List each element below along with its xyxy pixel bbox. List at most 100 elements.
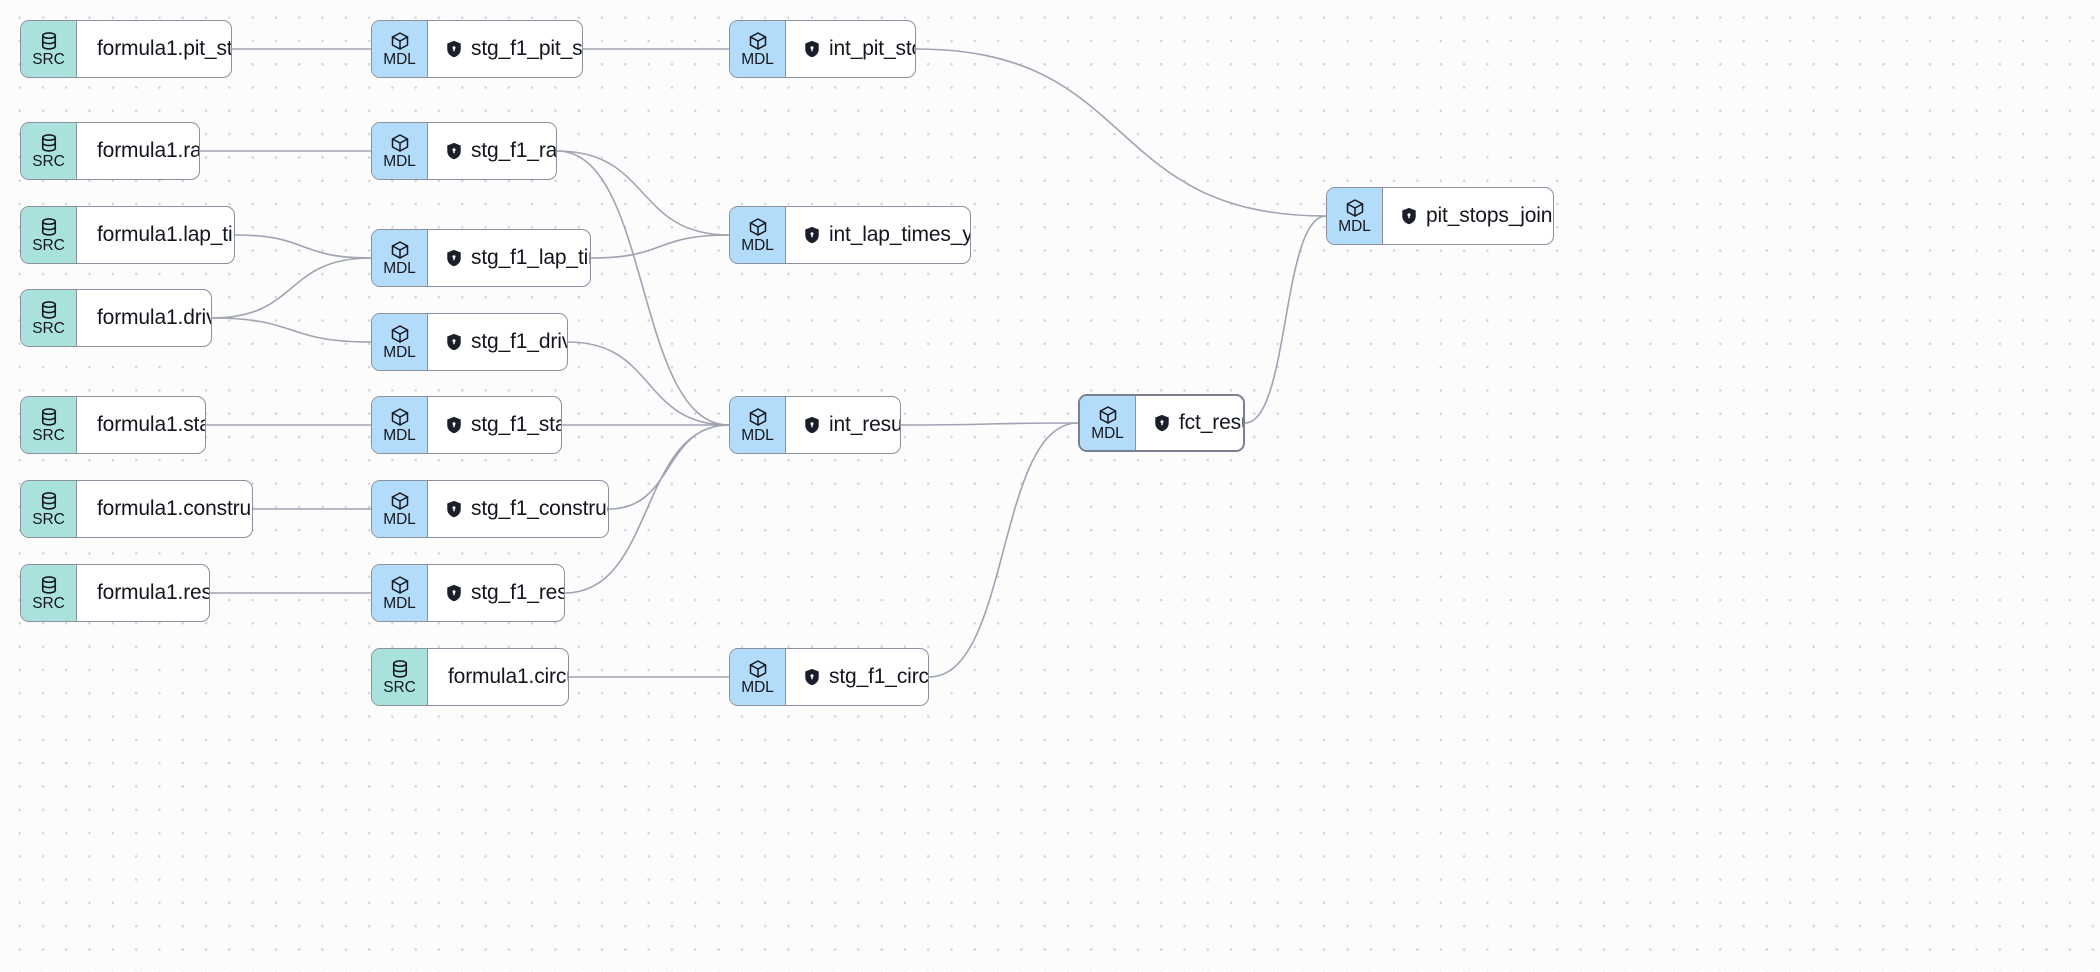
node-label: stg_f1_lap_times [471,246,590,269]
node-label: fct_results [1179,411,1243,434]
lineage-node-src_results[interactable]: SRC formula1.results [20,564,210,622]
lineage-node-int_results[interactable]: MDL int_results [729,396,901,454]
node-label: formula1.constructors [97,497,252,520]
node-body: formula1.pit_stops [77,21,232,77]
node-label: stg_f1_results [471,581,565,604]
node-body: formula1.constructors [77,481,252,537]
lineage-node-stg_lap_times[interactable]: MDL stg_f1_lap_times [371,229,591,287]
lineage-node-int_pit_stops[interactable]: MDL int_pit_stops [729,20,916,78]
cube-icon [390,324,410,344]
node-type-label: MDL [1338,217,1371,235]
model-type-badge: MDL [730,649,786,705]
model-type-badge: MDL [372,565,428,621]
node-label: stg_f1_drivers [471,330,567,353]
node-label: stg_f1_status [471,413,561,436]
node-label: formula1.results [97,581,210,604]
node-body: stg_f1_races [428,123,556,179]
lineage-node-stg_races[interactable]: MDL stg_f1_races [371,122,557,180]
lineage-node-src_races[interactable]: SRC formula1.races [20,122,200,180]
lineage-edge-int_pit_stops-to-pit_stops_joined [915,48,1327,217]
node-type-label: SRC [32,319,65,337]
model-type-badge: MDL [1080,396,1136,450]
node-label: stg_f1_constructors [471,497,608,520]
lineage-edge-int_results-to-fct_results [900,422,1079,426]
node-type-label: MDL [383,259,416,277]
model-type-badge: MDL [730,397,786,453]
shield-lock-icon [447,40,461,58]
cube-icon [390,407,410,427]
cube-icon [748,31,768,51]
lineage-node-src_lap_times[interactable]: SRC formula1.lap_times [20,206,235,264]
node-type-label: MDL [741,50,774,68]
lineage-node-stg_status[interactable]: MDL stg_f1_status [371,396,562,454]
cube-icon [390,575,410,595]
source-type-badge: SRC [21,290,77,346]
node-body: stg_f1_drivers [428,314,567,370]
node-type-label: SRC [32,594,65,612]
source-type-badge: SRC [21,481,77,537]
node-type-label: MDL [383,343,416,361]
node-type-label: SRC [32,510,65,528]
cube-icon [1345,198,1365,218]
model-type-badge: MDL [372,481,428,537]
lineage-node-fct_results[interactable]: MDL fct_results [1078,394,1245,452]
database-icon [39,300,59,320]
node-body: int_pit_stops [786,21,915,77]
node-type-label: MDL [383,152,416,170]
lineage-node-int_lap_times_years[interactable]: MDL int_lap_times_years [729,206,971,264]
source-type-badge: SRC [21,123,77,179]
shield-lock-icon [1402,207,1416,225]
node-label: formula1.lap_times [97,223,234,246]
lineage-edge-stg_races-to-int_results [556,150,730,426]
cube-icon [390,491,410,511]
lineage-node-src_drivers[interactable]: SRC formula1.drivers [20,289,212,347]
lineage-node-stg_circuits[interactable]: MDL stg_f1_circuits [729,648,929,706]
node-body: formula1.lap_times [77,207,234,263]
database-icon [39,217,59,237]
shield-lock-icon [805,40,819,58]
lineage-edge-src_lap_times-to-stg_lap_times [234,234,372,259]
lineage-node-pit_stops_joined[interactable]: MDL pit_stops_joined [1326,187,1554,245]
node-body: formula1.status [77,397,205,453]
node-type-label: MDL [741,426,774,444]
node-label: int_lap_times_years [829,223,970,246]
node-body: stg_f1_circuits [786,649,929,705]
node-label: stg_f1_circuits [829,665,929,688]
database-icon [39,407,59,427]
lineage-node-stg_constructors[interactable]: MDL stg_f1_constructors [371,480,609,538]
node-type-label: SRC [32,152,65,170]
node-type-label: MDL [383,510,416,528]
cube-icon [748,217,768,237]
shield-lock-icon [805,226,819,244]
node-type-label: SRC [32,50,65,68]
node-type-label: MDL [741,678,774,696]
source-type-badge: SRC [21,397,77,453]
node-body: formula1.circuits [428,649,568,705]
lineage-node-stg_results[interactable]: MDL stg_f1_results [371,564,565,622]
model-type-badge: MDL [730,21,786,77]
lineage-node-src_status[interactable]: SRC formula1.status [20,396,206,454]
shield-lock-icon [447,500,461,518]
node-label: formula1.circuits [448,665,568,688]
node-body: formula1.drivers [77,290,211,346]
model-type-badge: MDL [372,123,428,179]
database-icon [39,575,59,595]
lineage-node-src_constructors[interactable]: SRC formula1.constructors [20,480,253,538]
lineage-edge-stg_circuits-to-fct_results [928,422,1079,678]
node-body: stg_f1_constructors [428,481,608,537]
lineage-node-src_pit_stops[interactable]: SRC formula1.pit_stops [20,20,232,78]
node-label: stg_f1_pit_stops [471,37,583,60]
database-icon [39,491,59,511]
cube-icon [390,31,410,51]
model-type-badge: MDL [372,314,428,370]
node-label: formula1.pit_stops [97,37,232,60]
lineage-node-stg_drivers[interactable]: MDL stg_f1_drivers [371,313,568,371]
node-label: formula1.status [97,413,205,436]
lineage-edge-fct_results-to-pit_stops_joined [1244,215,1327,424]
lineage-node-src_circuits[interactable]: SRC formula1.circuits [371,648,569,706]
shield-lock-icon [447,416,461,434]
lineage-node-stg_pit_stops[interactable]: MDL stg_f1_pit_stops [371,20,583,78]
lineage-edge-stg_constructors-to-int_results [608,424,730,510]
